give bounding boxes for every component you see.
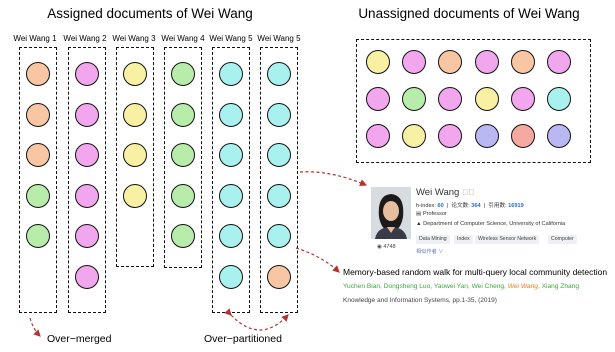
unassigned-circle-pink <box>366 87 390 111</box>
author[interactable]: Yuchen Bian <box>343 283 381 290</box>
assigned-title: Assigned documents of Wei Wang <box>47 6 253 21</box>
unassigned-circle-green <box>402 87 426 111</box>
unassigned-circle-yellow <box>366 50 390 74</box>
document-circle-orange <box>267 265 291 289</box>
document-circle-cyan <box>219 143 243 167</box>
document-circle-green <box>171 103 195 127</box>
interest-tag[interactable]: Index <box>454 235 473 244</box>
column-label: Wei Wang 2 <box>63 34 107 43</box>
document-circle-yellow <box>123 62 147 86</box>
document-circle-pink <box>75 265 99 289</box>
arrow-over-partitioned <box>224 308 289 331</box>
document-circle-yellow <box>123 103 147 127</box>
unassigned-circle-pink <box>475 50 499 74</box>
cluster-box <box>116 47 154 267</box>
document-circle-cyan <box>219 62 243 86</box>
document-circle-yellow <box>123 184 147 208</box>
unassigned-circle-pink <box>438 124 462 148</box>
document-circle-cyan <box>219 103 243 127</box>
document-circle-green <box>171 224 195 248</box>
author-highlighted[interactable]: Wei Wang <box>507 283 538 290</box>
profile-metrics: h-index: 60 | 论文数: 364 | 引用数: 16919 <box>416 203 524 209</box>
unassigned-circle-blue <box>475 124 499 148</box>
document-circle-pink <box>75 143 99 167</box>
cluster-box <box>19 47 57 313</box>
arrow-to-paper <box>295 247 340 273</box>
document-circle-cyan <box>219 265 243 289</box>
unassigned-box <box>356 39 591 163</box>
interest-tag[interactable]: Data Mining <box>416 235 450 244</box>
document-circle-cyan <box>267 184 291 208</box>
arrow-over-merged <box>29 317 41 337</box>
author[interactable]: Yaowei Yan <box>433 283 468 290</box>
unassigned-circle-salmon <box>511 124 535 148</box>
cluster-box <box>164 47 202 268</box>
view-count: ◉ 4748 <box>377 244 396 250</box>
profile-position: ▤ Professor <box>416 211 447 217</box>
author[interactable]: Xiang Zhang <box>541 283 580 290</box>
document-circle-yellow <box>123 143 147 167</box>
arrow-to-profile <box>299 171 368 187</box>
unassigned-circle-cyan <box>547 87 571 111</box>
cluster-box <box>68 47 106 313</box>
institution-icon: ▲ <box>416 221 422 227</box>
views-value: 4748 <box>383 244 396 250</box>
document-circle-cyan <box>267 103 291 127</box>
unassigned-circle-orange <box>438 50 462 74</box>
column-label: Wei Wang 5 <box>257 34 301 43</box>
position-icon: ▤ <box>416 211 422 217</box>
profile-name-text[interactable]: Wei Wang <box>416 187 460 198</box>
similar-authors-link[interactable]: 相似作者 ∨ <box>416 249 444 255</box>
affiliation-text: Department of Computer Science, Universi… <box>423 221 566 227</box>
paper-title[interactable]: Memory-based random walk for multi-query… <box>343 267 608 277</box>
unassigned-circle-pink <box>511 87 535 111</box>
position-text: Professor <box>422 211 447 217</box>
column-label: Wei Wang 3 <box>112 34 156 43</box>
unassigned-circle-pink <box>438 87 462 111</box>
author[interactable]: Dongsheng Luo <box>383 283 431 290</box>
unassigned-circle-orange <box>511 50 535 74</box>
document-circle-cyan <box>267 62 291 86</box>
document-circle-green <box>171 184 195 208</box>
unassigned-circle-pink <box>402 50 426 74</box>
document-circle-green <box>26 224 50 248</box>
document-circle-orange <box>26 103 50 127</box>
document-circle-pink <box>75 62 99 86</box>
document-circle-orange <box>26 143 50 167</box>
over-merged-caption: Over−merged <box>47 333 112 345</box>
author[interactable]: Wei Cheng <box>471 283 505 290</box>
unassigned-circle-blue <box>547 124 571 148</box>
document-circle-orange <box>26 62 50 86</box>
document-circle-pink <box>75 224 99 248</box>
column-label: Wei Wang 4 <box>161 34 205 43</box>
unassigned-circle-pink <box>547 50 571 74</box>
profile-name[interactable]: Wei Wang✓⃝ <box>416 187 474 198</box>
document-circle-pink <box>75 184 99 208</box>
document-circle-cyan <box>267 143 291 167</box>
paper-venue: Knowledge and Information Systems, pp.1-… <box>343 297 497 304</box>
eye-icon: ◉ <box>377 244 382 250</box>
interest-tag[interactable]: Computer <box>548 235 577 244</box>
profile-affiliation: ▲ Department of Computer Science, Univer… <box>416 221 565 227</box>
column-label: Wei Wang 1 <box>13 34 57 43</box>
paper-authors: Yuchen Bian, Dongsheng Luo, Yaowei Yan, … <box>343 283 580 290</box>
document-circle-green <box>171 62 195 86</box>
column-label: Wei Wang 5 <box>209 34 253 43</box>
over-partitioned-caption: Over−partitioned <box>204 333 282 345</box>
unassigned-title: Unassigned documents of Wei Wang <box>358 6 580 21</box>
unassigned-circle-yellow <box>402 124 426 148</box>
document-circle-green <box>26 184 50 208</box>
interest-tag[interactable]: Wireless Sensor Network <box>475 235 540 244</box>
document-circle-cyan <box>219 184 243 208</box>
document-circle-pink <box>75 103 99 127</box>
unassigned-circle-yellow <box>475 87 499 111</box>
profile-photo <box>371 187 411 239</box>
document-circle-green <box>171 143 195 167</box>
verified-icon: ✓⃝ <box>462 188 475 197</box>
document-circle-cyan <box>267 224 291 248</box>
unassigned-circle-pink <box>366 124 390 148</box>
document-circle-cyan <box>219 224 243 248</box>
